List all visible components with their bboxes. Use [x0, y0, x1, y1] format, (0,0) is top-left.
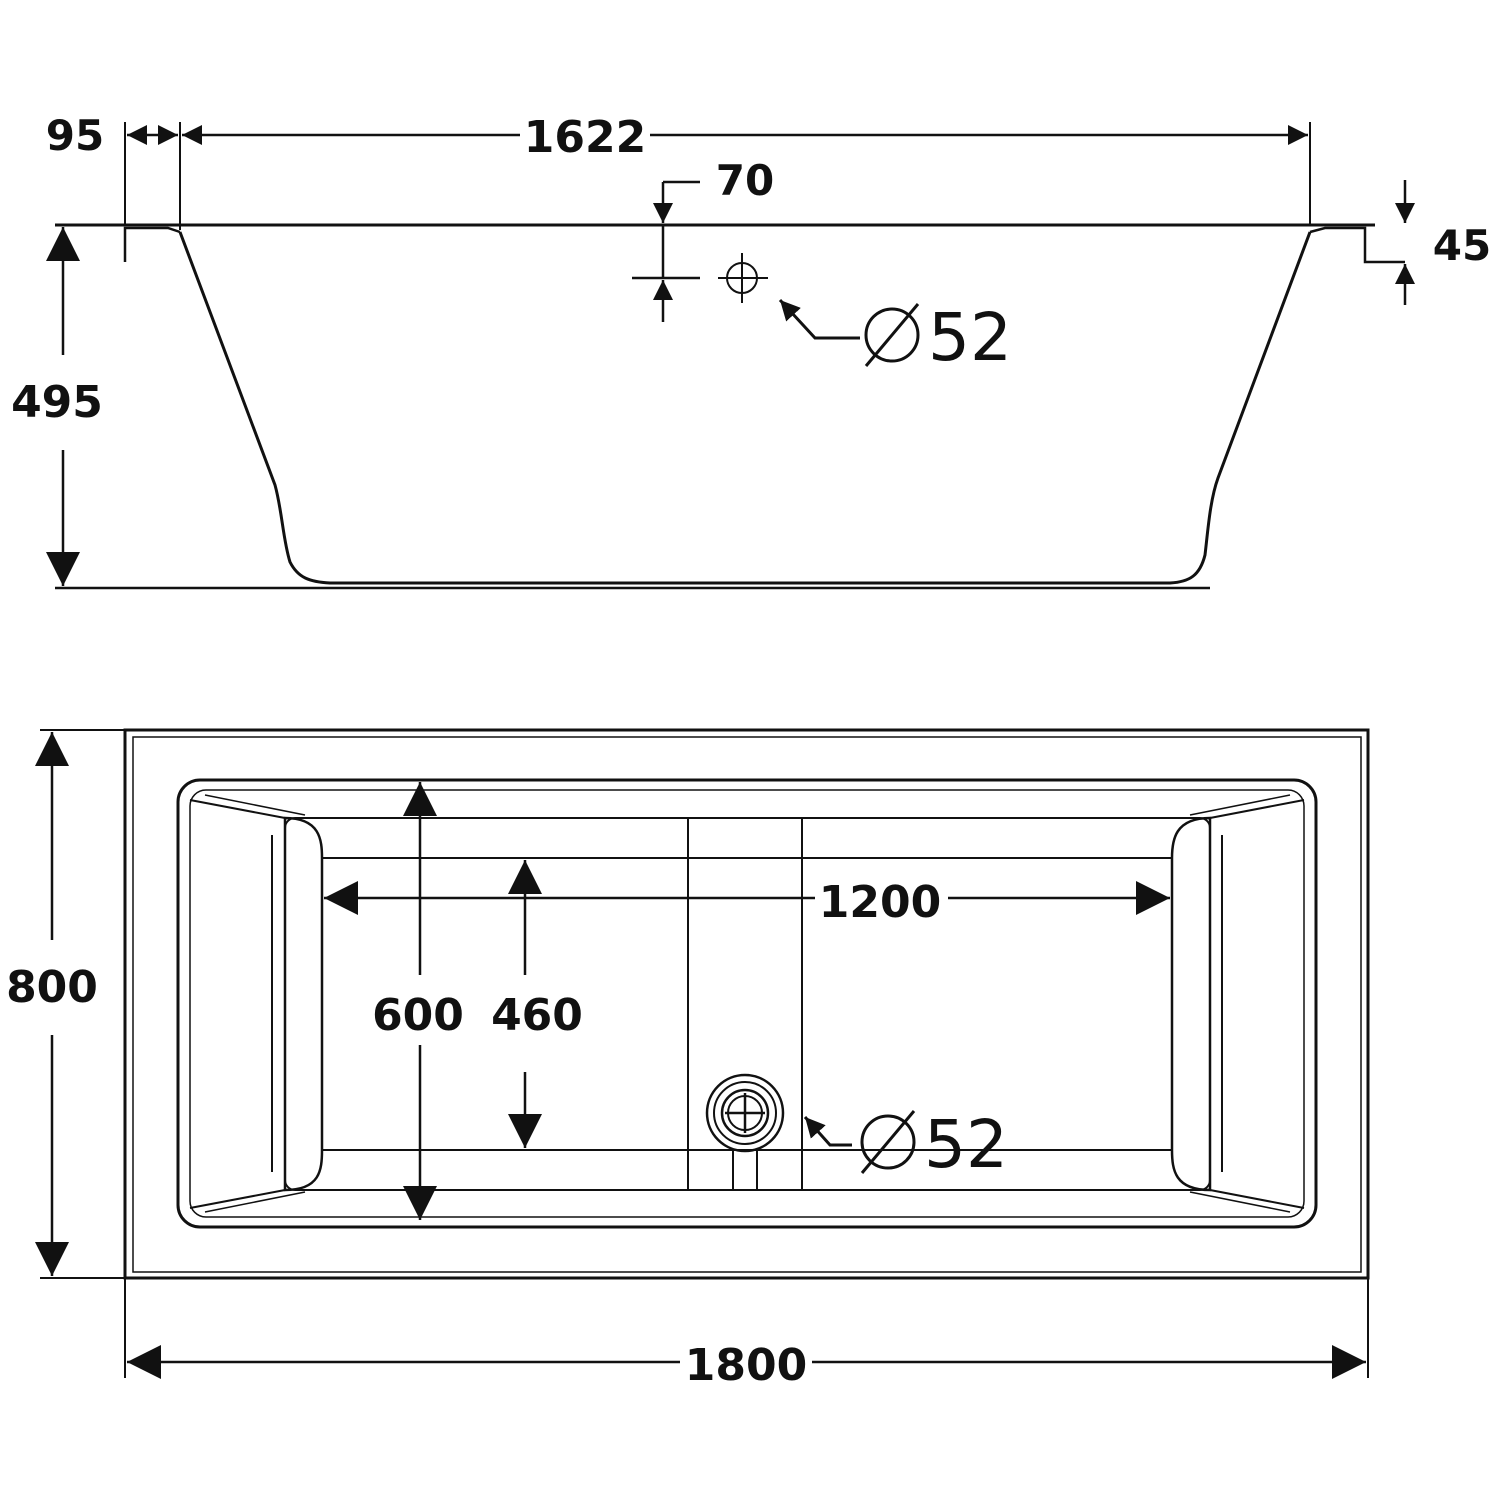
outer-rim: [123, 728, 1370, 1280]
drain-diameter-symbol: [860, 1110, 916, 1174]
drain-icon: [705, 1073, 785, 1190]
dim-70-label: 70: [716, 156, 774, 205]
right-corner-detail-bottom: [1189, 1191, 1291, 1213]
right-rim-flange: [1309, 226, 1405, 264]
left-corner-detail-bottom: [204, 1191, 306, 1213]
drain-diameter-label: 52: [924, 1106, 1008, 1183]
overflow-leader-arrow: [778, 298, 860, 340]
dim-800-label: 800: [6, 962, 98, 1013]
side-view: 95 1622 70 52 45 495: [11, 111, 1491, 590]
outer-rim-inner-edge: [132, 736, 1362, 1273]
top-view: 52 800 1800 1200 600 460: [6, 728, 1370, 1391]
dim-1800-label: 1800: [685, 1340, 807, 1391]
left-corner-detail-top: [204, 794, 306, 816]
left-corner-lines: [189, 799, 286, 1209]
overflow-diameter-label: 52: [928, 299, 1012, 376]
overflow-diameter-symbol: [864, 303, 920, 367]
dim-460-label: 460: [491, 990, 583, 1041]
right-corner-lines: [1209, 799, 1305, 1209]
right-backrest: [1170, 816, 1212, 1192]
dim-600-label: 600: [372, 990, 464, 1041]
left-rim-flange: [123, 226, 181, 262]
tub-body-profile: [178, 231, 1312, 585]
basin-edge-inner: [189, 789, 1305, 1218]
dim-495-label: 495: [11, 377, 103, 428]
dim-95-label: 95: [46, 111, 104, 160]
overflow-hole-icon: [718, 253, 768, 303]
basin-edge: [176, 778, 1318, 1229]
right-corner-detail-top: [1189, 794, 1291, 816]
dim-1200-label: 1200: [819, 877, 941, 928]
dim-1622-label: 1622: [524, 112, 646, 163]
dim-45-label: 45: [1433, 221, 1491, 270]
drain-leader-arrow: [803, 1116, 852, 1147]
left-backrest: [283, 816, 324, 1192]
